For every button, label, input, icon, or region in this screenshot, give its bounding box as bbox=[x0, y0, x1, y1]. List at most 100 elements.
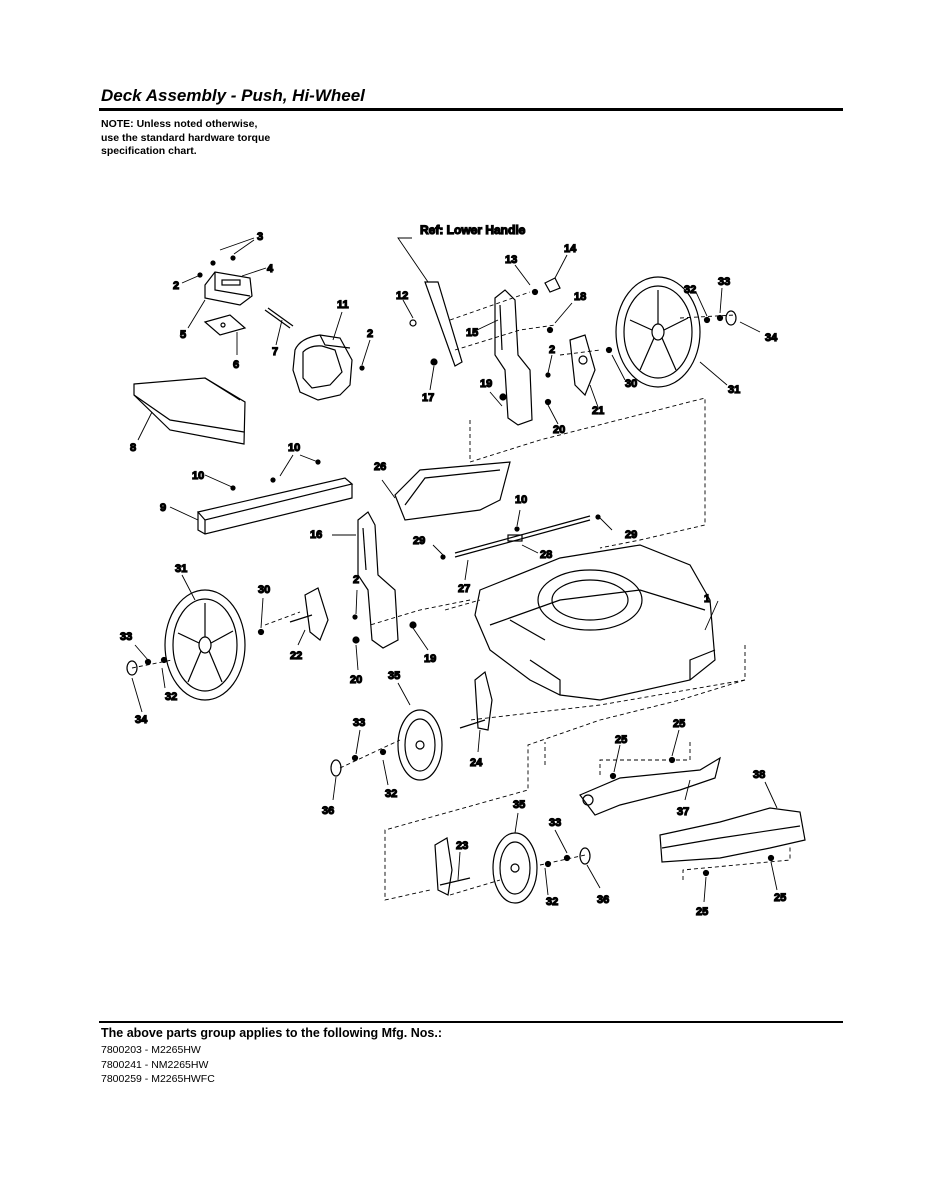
callout-labels: 1 2 2 2 2 3 4 5 6 7 8 9 10 10 10 10 11 1… bbox=[119, 230, 786, 918]
callout-number: 29 bbox=[625, 529, 637, 541]
callout-number: 2 bbox=[173, 280, 179, 292]
part-lower-handle bbox=[424, 281, 463, 367]
callout-number: 23 bbox=[456, 840, 468, 852]
callout-number: 19 bbox=[480, 378, 492, 390]
callout-number: 25 bbox=[774, 892, 786, 904]
callout-number: 35 bbox=[388, 670, 400, 682]
wheel-front-right-35 bbox=[492, 832, 538, 904]
callout-number: 25 bbox=[615, 734, 627, 746]
callout-number: 10 bbox=[288, 442, 300, 454]
callout-number: 20 bbox=[553, 424, 565, 436]
part-baffle-26 bbox=[394, 461, 511, 521]
callout-number: 6 bbox=[233, 359, 239, 371]
wheel-rear-right-31 bbox=[615, 276, 701, 388]
part-adjuster-plate-15 bbox=[494, 289, 533, 426]
part-axle-arm-22 bbox=[289, 587, 329, 641]
callout-number: 26 bbox=[374, 461, 386, 473]
callout-number: 32 bbox=[165, 691, 177, 703]
callout-number: 36 bbox=[322, 805, 334, 817]
callout-number: 15 bbox=[466, 327, 478, 339]
note-line: NOTE: Unless noted otherwise, bbox=[101, 118, 258, 130]
page-title: Deck Assembly - Push, Hi-Wheel bbox=[101, 86, 365, 105]
callout-number: 11 bbox=[337, 299, 349, 311]
callout-number: 38 bbox=[753, 769, 765, 781]
callout-number: 22 bbox=[290, 650, 302, 662]
callout-number: 16 bbox=[310, 529, 322, 541]
callout-number: 34 bbox=[135, 714, 148, 726]
wheel-rear-left-31 bbox=[164, 589, 246, 701]
part-rod-7 bbox=[264, 307, 294, 329]
footer-rule bbox=[99, 1021, 843, 1023]
callout-number: 18 bbox=[574, 291, 586, 303]
callout-number: 27 bbox=[458, 583, 470, 595]
note-line: use the standard hardware torque bbox=[101, 131, 271, 144]
callout-number: 7 bbox=[272, 346, 278, 358]
part-hinge-bar-9 bbox=[196, 477, 354, 535]
callout-number: 12 bbox=[396, 290, 408, 302]
callout-number: 21 bbox=[592, 405, 604, 417]
callout-number: 29 bbox=[413, 535, 425, 547]
callout-number: 36 bbox=[597, 894, 609, 906]
note-line: specification chart. bbox=[101, 145, 197, 157]
callout-number: 1 bbox=[704, 593, 710, 605]
callout-number: 9 bbox=[160, 502, 166, 514]
callout-number: 2 bbox=[549, 344, 555, 356]
assembly-guide-lines bbox=[131, 291, 791, 901]
reference-label: Ref: Lower Handle bbox=[420, 223, 526, 237]
callout-number: 37 bbox=[677, 806, 689, 818]
part-axle-arm-21 bbox=[569, 334, 596, 397]
part-plate-6 bbox=[203, 314, 247, 336]
leader-lines bbox=[131, 237, 778, 903]
callout-number: 5 bbox=[180, 329, 186, 341]
part-axle-bracket-24 bbox=[459, 670, 493, 731]
part-bracket-11 bbox=[292, 334, 353, 401]
torque-note: NOTE: Unless noted otherwise, use the st… bbox=[101, 118, 270, 159]
callout-number: 4 bbox=[267, 263, 274, 275]
applies-heading: The above parts group applies to the fol… bbox=[101, 1026, 442, 1040]
callout-number: 3 bbox=[257, 231, 263, 243]
callout-number: 20 bbox=[350, 674, 362, 686]
callout-number: 34 bbox=[765, 332, 778, 344]
part-deck-1 bbox=[474, 544, 716, 701]
hardware bbox=[126, 255, 775, 877]
callout-number: 17 bbox=[422, 392, 434, 404]
part-rod-28 bbox=[454, 515, 591, 558]
callout-number: 33 bbox=[353, 717, 365, 729]
wheel-front-left-35 bbox=[397, 709, 443, 781]
part-bracket-4 bbox=[204, 271, 253, 306]
callout-number: 14 bbox=[564, 243, 577, 255]
part-axle-bracket-23 bbox=[434, 837, 471, 896]
callout-number: 24 bbox=[470, 757, 483, 769]
callout-number: 19 bbox=[424, 653, 436, 665]
callout-number: 2 bbox=[367, 328, 373, 340]
part-chute-8 bbox=[133, 377, 246, 445]
callout-number: 33 bbox=[718, 276, 730, 288]
mfg-number: 7800203 - M2265HW bbox=[101, 1044, 201, 1056]
callout-number: 28 bbox=[540, 549, 552, 561]
part-adjuster-plate-16 bbox=[357, 511, 399, 649]
callout-number: 10 bbox=[192, 470, 204, 482]
callout-number: 35 bbox=[513, 799, 525, 811]
mfg-number-list: 7800203 - M2265HW 7800241 - NM2265HW 780… bbox=[101, 1043, 215, 1087]
callout-number: 13 bbox=[505, 254, 517, 266]
callout-number: 32 bbox=[385, 788, 397, 800]
callout-number: 32 bbox=[546, 896, 558, 908]
callout-number: 10 bbox=[515, 494, 527, 506]
callout-number: 32 bbox=[684, 284, 696, 296]
callout-number: 33 bbox=[549, 817, 561, 829]
part-rear-skirt-37 bbox=[579, 756, 721, 816]
callout-number: 2 bbox=[353, 574, 359, 586]
callout-number: 33 bbox=[120, 631, 132, 643]
callout-number: 8 bbox=[130, 442, 136, 454]
callout-number: 31 bbox=[728, 384, 740, 396]
mfg-number: 7800241 - NM2265HW bbox=[101, 1058, 209, 1071]
title-rule bbox=[99, 108, 843, 111]
callout-number: 25 bbox=[673, 718, 685, 730]
callout-number: 25 bbox=[696, 906, 708, 918]
mfg-number: 7800259 - M2265HWFC bbox=[101, 1073, 215, 1085]
callout-number: 30 bbox=[258, 584, 270, 596]
callout-number: 30 bbox=[625, 378, 637, 390]
callout-number: 31 bbox=[175, 563, 187, 575]
